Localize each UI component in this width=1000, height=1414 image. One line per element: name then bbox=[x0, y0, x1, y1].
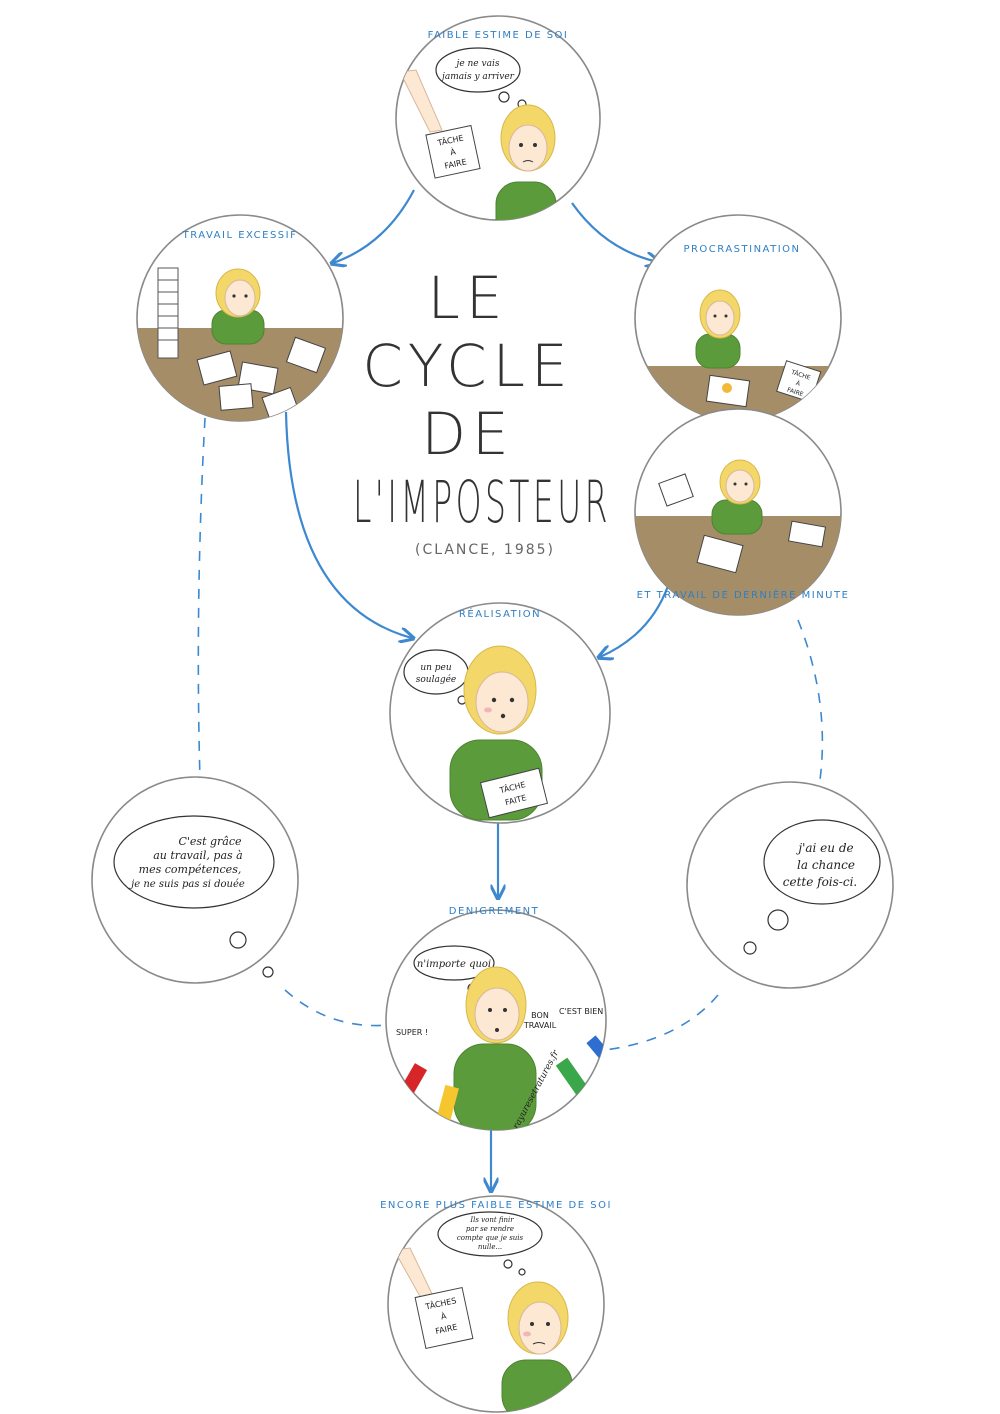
thought-line: jamais y arriver bbox=[440, 72, 515, 82]
praising-arm-green bbox=[555, 1057, 591, 1099]
scattered-papers bbox=[196, 336, 327, 420]
stage-label: ENCORE PLUS FAIBLE ESTIME DE SOI bbox=[380, 1200, 612, 1211]
praise-super: SUPER ! bbox=[396, 1028, 428, 1037]
praise-bon-travail-2: TRAVAIL bbox=[523, 1021, 557, 1030]
thought-line: C'est grâce bbox=[178, 835, 242, 848]
title-line-4: L'IMPOSTEUR bbox=[353, 468, 611, 536]
stage-low-self-esteem: FAIBLE ESTIME DE SOI je ne vais jamais y… bbox=[395, 15, 601, 221]
thought-line: Ils vont finir bbox=[469, 1216, 514, 1224]
title-line-3: DE bbox=[421, 400, 514, 468]
stage-label: DENIGREMENT bbox=[449, 906, 540, 917]
thought-cloud bbox=[413, 945, 495, 981]
task-paper: TÂCHE À FAIRE bbox=[776, 360, 822, 403]
thought-line: n'importe quoi bbox=[417, 959, 491, 970]
arrow-esteem-to-overwork bbox=[333, 189, 415, 263]
thought-line: au travail, pas à bbox=[153, 849, 242, 862]
tasks-paper: TÂCHES À FAIRE bbox=[414, 1286, 474, 1350]
stage-label: FAIBLE ESTIME DE SOI bbox=[428, 30, 569, 41]
thought-line: compte que je suis bbox=[457, 1234, 524, 1242]
arrow-lastminute-to-accomplishment bbox=[600, 585, 670, 657]
dashed-link-overwork-to-thought-left bbox=[197, 417, 206, 781]
stage-last-minute-work: ET TRAVAIL DE DERNIÈRE MINUTE bbox=[634, 408, 850, 616]
svg-text:À: À bbox=[449, 145, 457, 157]
svg-text:À: À bbox=[440, 1309, 448, 1321]
praising-arm-blue bbox=[586, 1035, 606, 1065]
dashed-link-lastminute-to-thought-right bbox=[797, 619, 824, 781]
thought-line: j'ai eu de bbox=[795, 841, 853, 855]
diagram-title: LE CYCLE DE L'IMPOSTEUR (CLANCE, 1985) bbox=[353, 264, 611, 558]
stage-label: RÉALISATION bbox=[459, 607, 541, 620]
praise-bon-travail-1: BON bbox=[531, 1011, 549, 1020]
giving-arm bbox=[399, 69, 443, 133]
svg-text:À: À bbox=[795, 380, 802, 388]
stage-lower-self-esteem: ENCORE PLUS FAIBLE ESTIME DE SOI Ils von… bbox=[380, 1195, 612, 1413]
stage-accomplishment: RÉALISATION un peu soulagée TÂCHE FAITE bbox=[389, 602, 611, 824]
thought-line: par se rendre bbox=[466, 1225, 514, 1233]
thought-line: la chance bbox=[797, 858, 855, 872]
cup-stack bbox=[157, 267, 179, 359]
thought-cloud bbox=[113, 815, 275, 909]
thought-line: cette fois-ci. bbox=[783, 875, 857, 889]
arrow-overwork-to-accomplishment bbox=[284, 411, 412, 638]
dashed-link-thought-left-to-denigration bbox=[284, 989, 389, 1027]
title-line-2: CYCLE bbox=[362, 332, 573, 400]
done-paper: TÂCHE FAITE bbox=[479, 767, 549, 819]
title-subtitle: (CLANCE, 1985) bbox=[415, 542, 555, 558]
character bbox=[453, 966, 537, 1130]
character bbox=[495, 104, 557, 220]
working-paper bbox=[696, 534, 744, 574]
thought-cloud bbox=[763, 819, 881, 905]
stage-label: TRAVAIL EXCESSIF bbox=[182, 230, 298, 241]
thought-circle-right: j'ai eu de la chance cette fois-ci. bbox=[686, 781, 894, 989]
stage-label: ET TRAVAIL DE DERNIÈRE MINUTE bbox=[637, 588, 850, 601]
thought-line: soulagée bbox=[416, 674, 457, 685]
thought-line: mes compétences, bbox=[139, 863, 242, 876]
character bbox=[695, 289, 741, 369]
character bbox=[711, 459, 763, 535]
arrow-esteem-to-procrastination bbox=[571, 202, 658, 262]
praise-cest-bien: C'EST BIEN ! bbox=[559, 1007, 609, 1016]
thought-cloud bbox=[435, 47, 521, 93]
stage-denigration: DENIGREMENT n'importe quoi SUPER ! BON T… bbox=[385, 906, 609, 1131]
thought-line: un peu bbox=[420, 663, 452, 673]
dashed-link-thought-right-to-denigration bbox=[604, 994, 719, 1051]
title-line-1: LE bbox=[428, 264, 509, 332]
thought-line: je ne suis pas si douée bbox=[129, 879, 245, 890]
thought-line: je ne vais bbox=[455, 59, 500, 69]
stage-procrastination: PROCRASTINATION TÂCHE À FAIRE bbox=[634, 214, 842, 422]
svg-text:FAIRE: FAIRE bbox=[786, 387, 804, 399]
thought-line: nulle... bbox=[478, 1243, 502, 1251]
thought-circle-left: C'est grâce au travail, pas à mes compét… bbox=[91, 776, 299, 984]
task-paper: TÂCHE À FAIRE bbox=[425, 124, 481, 179]
stage-overwork: TRAVAIL EXCESSIF bbox=[136, 214, 344, 422]
stage-label: PROCRASTINATION bbox=[683, 244, 800, 255]
flying-paper bbox=[658, 473, 694, 507]
thought-cloud bbox=[437, 1211, 543, 1257]
character bbox=[211, 268, 265, 345]
